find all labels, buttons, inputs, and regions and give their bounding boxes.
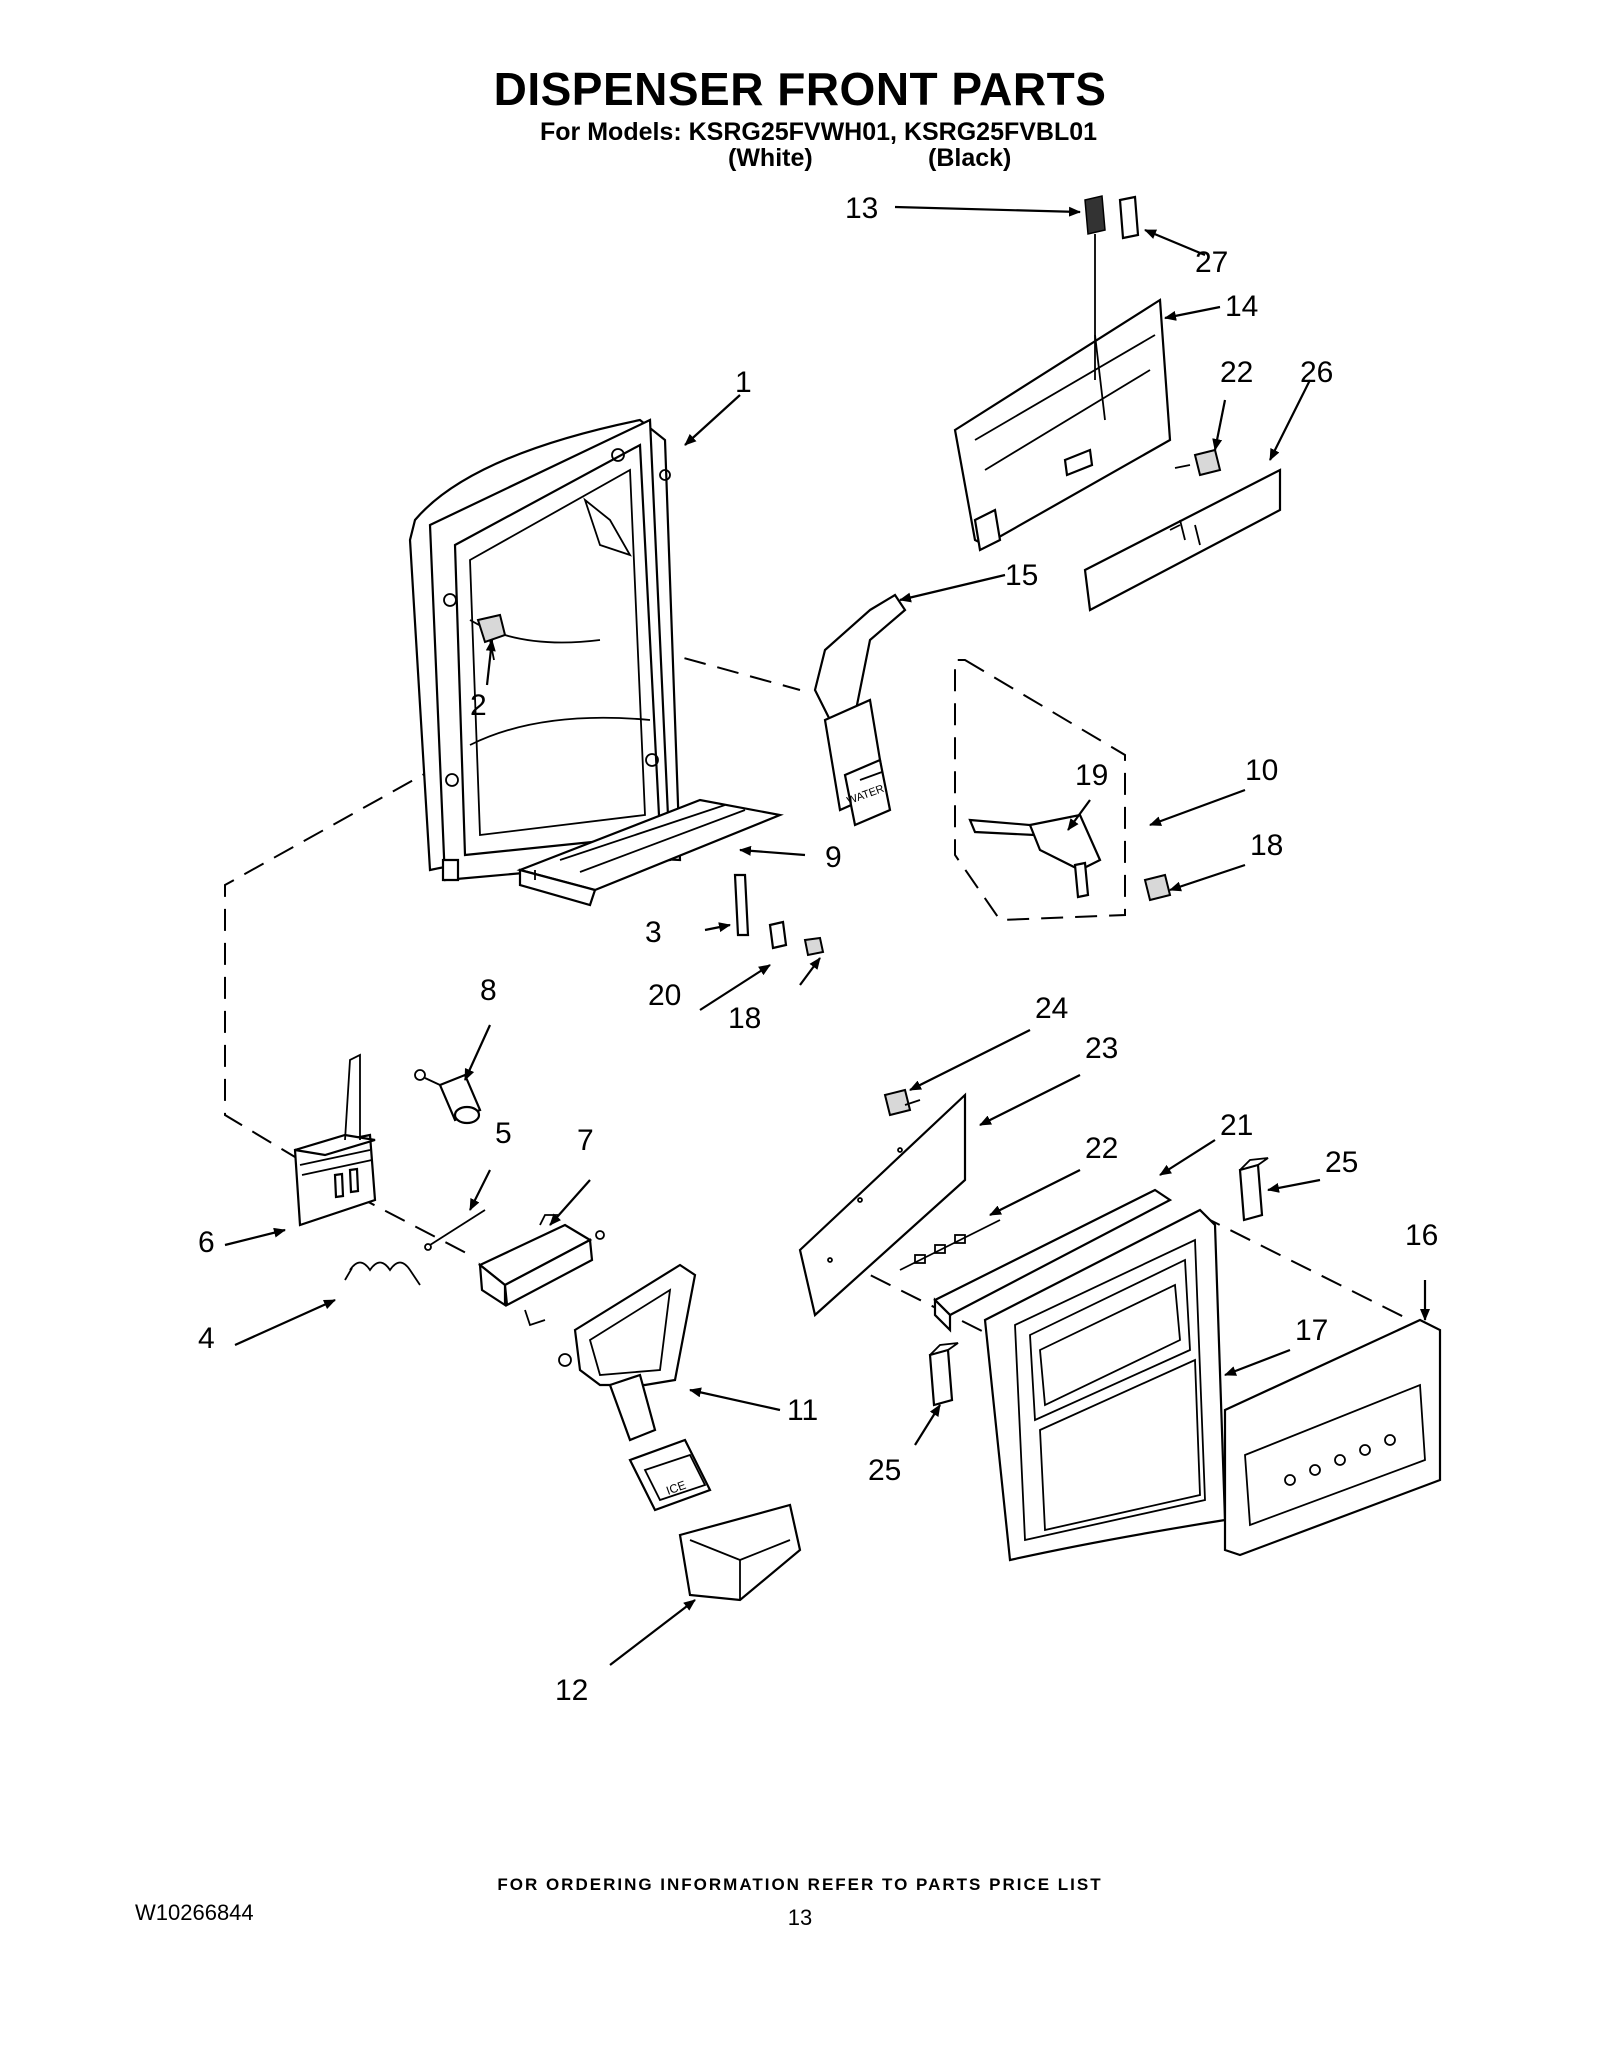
screw-part-18-right (1143, 873, 1172, 902)
water-lever-part-15: WATER (813, 593, 907, 827)
ordering-note: FOR ORDERING INFORMATION REFER TO PARTS … (497, 1875, 1103, 1894)
callout-11: 11 (787, 1394, 818, 1427)
model-color-white: (White) (728, 144, 813, 172)
screw-part-24 (883, 1088, 921, 1117)
button-strip-part-22 (899, 1219, 1001, 1271)
callout-19: 19 (1075, 759, 1108, 792)
page-title: DISPENSER FRONT PARTS (493, 63, 1107, 115)
callout-10: 10 (1245, 754, 1278, 787)
callout-9: 9 (825, 841, 842, 874)
callout-13: 13 (845, 192, 878, 225)
motor-part-6 (293, 1053, 377, 1227)
control-board-part-26 (1083, 468, 1282, 612)
callout-25-bottom: 25 (868, 1454, 901, 1487)
block-part-25-top (1238, 1157, 1269, 1222)
callout-27: 27 (1195, 246, 1228, 279)
circuit-board-part-23 (798, 1092, 967, 1318)
models-line: For Models: KSRG25FVWH01, KSRG25FVBL01 (540, 118, 1098, 146)
page-number: 13 (787, 1905, 813, 1930)
callout-23: 23 (1085, 1032, 1118, 1065)
dispenser-housing-part (408, 418, 682, 882)
callout-8: 8 (480, 974, 497, 1007)
block-part-25-bottom (928, 1342, 959, 1407)
front-frame-part-17 (983, 1208, 1227, 1562)
callout-24: 24 (1035, 992, 1068, 1025)
callout-16: 16 (1405, 1219, 1438, 1252)
spring-clip-part-3 (733, 873, 825, 957)
rod-part-5 (424, 1209, 486, 1251)
strip-part-21 (933, 1188, 1173, 1333)
callout-14: 14 (1225, 290, 1258, 323)
callout-7: 7 (577, 1124, 594, 1157)
callout-18-right: 18 (1250, 829, 1283, 862)
screw-part-22-top (1174, 448, 1222, 477)
drip-tray-part-9 (516, 798, 784, 907)
callout-labels: 1 2 3 4 5 6 7 8 9 10 11 12 13 14 15 16 1… (198, 192, 1438, 1707)
insulator-part-27 (1118, 195, 1140, 240)
callout-1: 1 (735, 366, 752, 399)
callout-17: 17 (1295, 1314, 1328, 1347)
lever-part-19 (968, 813, 1102, 899)
callout-3: 3 (645, 916, 662, 949)
ice-door-part-7 (477, 1214, 605, 1327)
spring-part-4 (344, 1261, 421, 1286)
callout-12: 12 (555, 1674, 588, 1707)
callout-20: 20 (648, 979, 681, 1012)
solenoid-part-8 (414, 1069, 482, 1125)
switch-part-13 (1084, 195, 1106, 290)
assembly-lines (224, 594, 1411, 1336)
callout-5: 5 (495, 1117, 512, 1150)
front-panel-part-16 (1223, 1318, 1442, 1557)
callout-22-top: 22 (1220, 356, 1253, 389)
ice-lever-part-11: ICE (558, 1263, 712, 1512)
model-color-black: (Black) (928, 144, 1012, 172)
callout-2: 2 (470, 689, 487, 722)
callout-6: 6 (198, 1226, 215, 1259)
ice-chute-part-12 (678, 1503, 802, 1602)
callout-26: 26 (1300, 356, 1333, 389)
ice-pad-text: ICE (664, 1478, 688, 1498)
callout-15: 15 (1005, 559, 1038, 592)
control-housing-part-14 (953, 290, 1172, 552)
callout-22-middle: 22 (1085, 1132, 1118, 1165)
callout-21: 21 (1220, 1109, 1253, 1142)
leader-lines (224, 205, 1430, 1666)
document-number: W10266844 (135, 1900, 254, 1925)
callout-25-top: 25 (1325, 1146, 1358, 1179)
callout-4: 4 (198, 1322, 215, 1355)
callout-18-bottom: 18 (728, 1002, 761, 1035)
